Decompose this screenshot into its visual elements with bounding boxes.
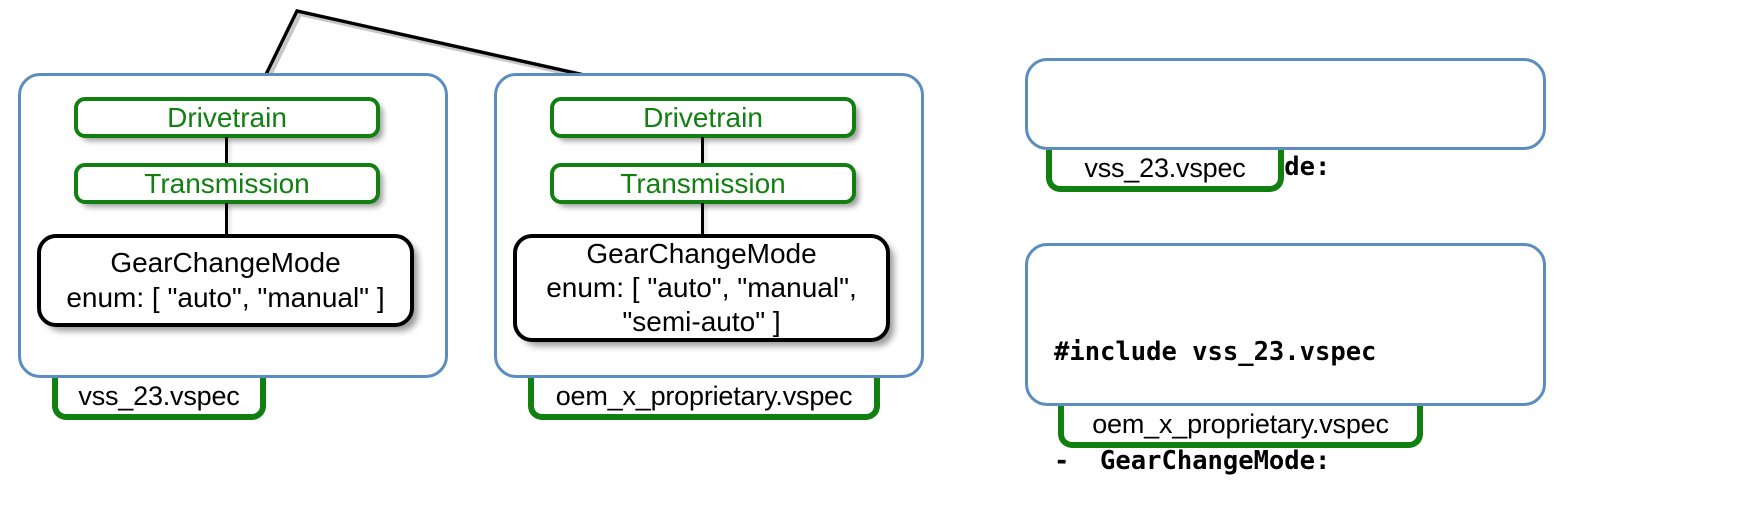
node-label: Drivetrain (167, 101, 287, 133)
code-line-2: - GearChangeMode: (1054, 446, 1331, 477)
edge-drivetrain-transmission-base (225, 137, 228, 166)
node-drivetrain-base[interactable]: Drivetrain (74, 97, 380, 138)
code-line-1: #include vss_23.vspec (1054, 337, 1377, 368)
node-label: Drivetrain (643, 101, 763, 133)
node-transmission-base[interactable]: Transmission (74, 163, 380, 204)
file-tag-label: vss_23.vspec (78, 380, 240, 411)
leaf-line-2: enum: [ "auto", "manual", (546, 271, 857, 303)
file-tag-code-overlay[interactable]: oem_x_proprietary.vspec (1058, 406, 1423, 448)
file-tag-base[interactable]: vss_23.vspec (52, 378, 266, 420)
node-label: Transmission (144, 167, 310, 199)
leaf-line-2: enum: [ "auto", "manual" ] (66, 281, 385, 313)
edge-transmission-leaf-base (225, 203, 228, 236)
code-card-overlay[interactable]: #include vss_23.vspec - GearChangeMode: … (1025, 243, 1546, 476)
node-label: Transmission (620, 167, 786, 199)
file-tag-code-base[interactable]: vss_23.vspec (1046, 150, 1284, 192)
file-tag-label: oem_x_proprietary.vspec (1092, 408, 1389, 439)
leaf-gearchangemode-overlay[interactable]: GearChangeMode enum: [ "auto", "manual",… (513, 234, 890, 342)
file-tag-overlay[interactable]: oem_x_proprietary.vspec (528, 378, 880, 420)
leaf-line-1: GearChangeMode (110, 247, 341, 279)
leaf-line-1: GearChangeMode (586, 237, 817, 269)
leaf-line-3: "semi-auto" ] (622, 306, 781, 338)
file-tag-label: oem_x_proprietary.vspec (555, 380, 853, 411)
node-transmission-overlay[interactable]: Transmission (550, 163, 856, 204)
leaf-gearchangemode-base[interactable]: GearChangeMode enum: [ "auto", "manual" … (37, 234, 414, 327)
edge-drivetrain-transmission-overlay (701, 137, 704, 166)
file-tag-label: vss_23.vspec (1084, 152, 1246, 183)
code-card-base[interactable]: - GearChangeMode: enum: [ "auto", "manua… (1025, 58, 1546, 291)
edge-transmission-leaf-overlay (701, 203, 704, 236)
node-drivetrain-overlay[interactable]: Drivetrain (550, 97, 856, 138)
